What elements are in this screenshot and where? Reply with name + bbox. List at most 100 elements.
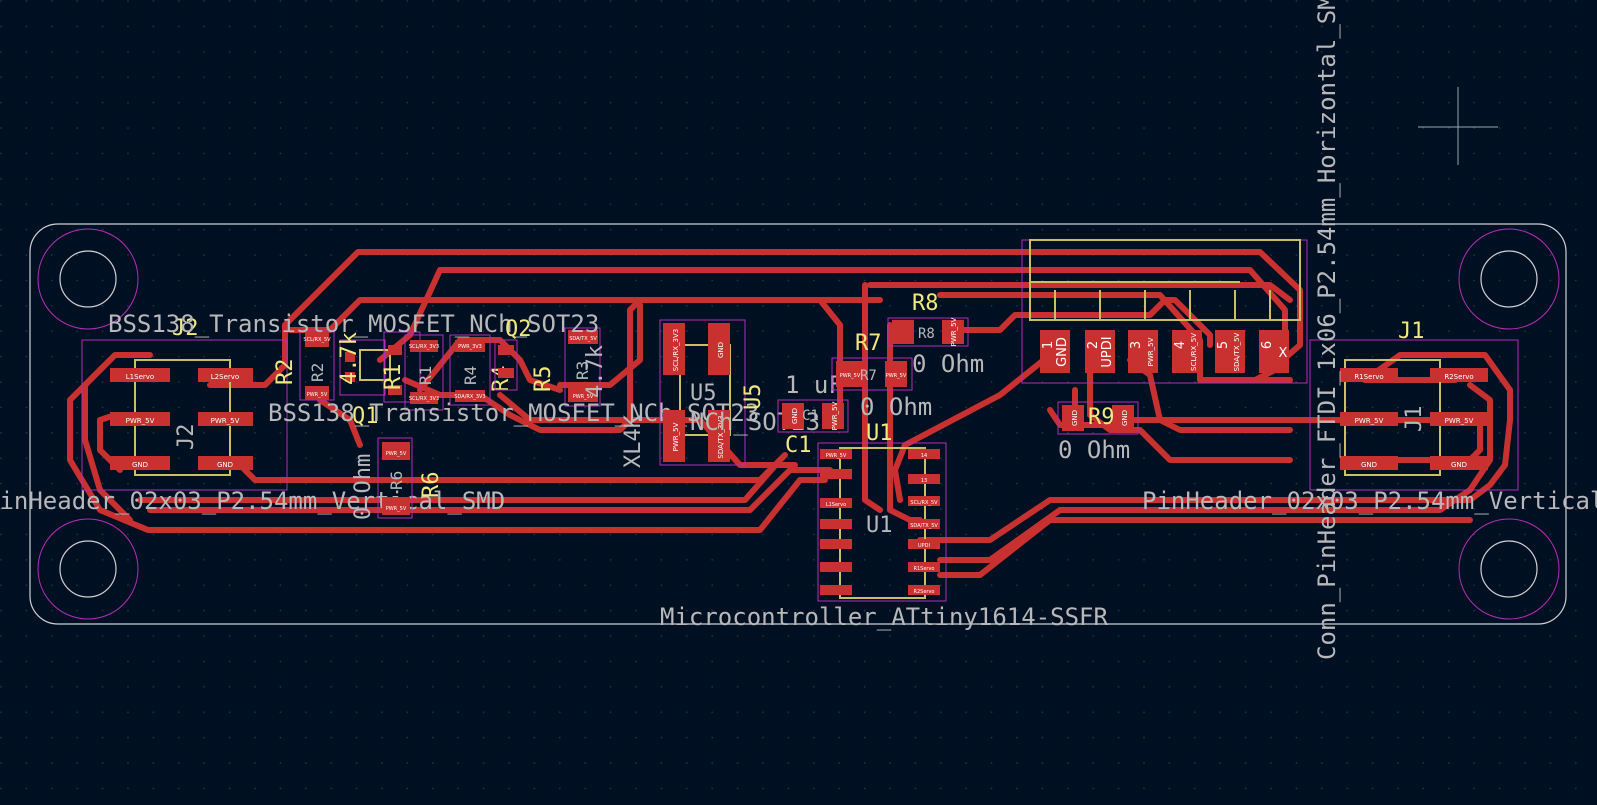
footprint-j2[interactable]: L1Servo L2Servo PWR_5V PWR_5V GND GND J2… bbox=[81, 316, 288, 491]
value-label-r4: 4.7k bbox=[583, 345, 608, 398]
pad-u1-7[interactable] bbox=[820, 585, 852, 595]
pad-j3-6[interactable] bbox=[1259, 330, 1289, 373]
footprint-j3[interactable]: 1 GND 2 UPDI 3 4 5 6 X PWR_5V SCL/RX_5V … bbox=[1021, 239, 1308, 384]
pad-j2-3[interactable] bbox=[110, 412, 170, 426]
pad-u1-5[interactable] bbox=[820, 539, 852, 549]
pad-u5-4[interactable] bbox=[708, 410, 730, 462]
pad-j2-1[interactable] bbox=[110, 368, 170, 382]
pad-j3-3[interactable] bbox=[1128, 330, 1158, 373]
footprint-c1[interactable]: GND PWR_5V C1 1 uF C1 bbox=[777, 371, 849, 458]
pad-label: PWR_5V bbox=[386, 506, 407, 512]
pad-u1-12[interactable] bbox=[908, 496, 940, 506]
pad-u1-9[interactable] bbox=[908, 562, 940, 572]
pad-r6-1[interactable] bbox=[382, 442, 410, 460]
pad-q2-2[interactable] bbox=[498, 368, 514, 378]
pad-number: 4 bbox=[1173, 341, 1188, 349]
pad-r2-2[interactable] bbox=[305, 386, 329, 400]
pad-u5-1[interactable] bbox=[663, 323, 685, 375]
pad-label: GND bbox=[1055, 337, 1070, 367]
pad-j1-1[interactable] bbox=[1340, 368, 1398, 382]
pad-q2-1[interactable] bbox=[498, 345, 514, 355]
pad-j3-2[interactable] bbox=[1085, 330, 1115, 373]
footprint-r9[interactable]: GND GND R9 0 Ohm bbox=[1057, 401, 1139, 464]
pad-u1-14[interactable] bbox=[908, 449, 940, 459]
footprint-r8[interactable]: PWR_5V R8 R8 0 Ohm bbox=[887, 291, 984, 378]
pad-r4-2[interactable] bbox=[455, 390, 485, 402]
ref-designator: R1 bbox=[381, 364, 406, 391]
pad-r3-1[interactable] bbox=[568, 330, 598, 344]
pad-label: SDA/RX_3V3 bbox=[454, 394, 485, 400]
pad-u1-6[interactable] bbox=[820, 562, 852, 572]
pad-j1-6[interactable] bbox=[1430, 456, 1488, 470]
fab-ref: R6 bbox=[387, 471, 406, 490]
pad-label: R1Servo bbox=[914, 566, 935, 572]
ref-designator: J2 bbox=[172, 316, 199, 341]
pad-r1-1[interactable] bbox=[388, 345, 402, 355]
pad-number: 2 bbox=[1086, 341, 1101, 349]
pad-u1-13[interactable] bbox=[908, 474, 940, 484]
pad-j2-4[interactable] bbox=[198, 412, 253, 426]
ref-designator: J1 bbox=[1398, 319, 1425, 344]
pad-r1-a[interactable] bbox=[410, 340, 438, 352]
ref-designator: U5 bbox=[741, 384, 766, 411]
pad-j1-4[interactable] bbox=[1430, 412, 1488, 426]
value-label-r7: 0 Ohm bbox=[860, 393, 932, 421]
pad-u1-1[interactable] bbox=[820, 449, 852, 459]
pad-label: GND bbox=[132, 461, 148, 469]
pad-r3-2[interactable] bbox=[568, 388, 598, 402]
pad-r6-2[interactable] bbox=[382, 497, 410, 515]
pad-label: PWR_5V bbox=[840, 373, 861, 379]
pad-j2-5[interactable] bbox=[110, 456, 170, 470]
pad-r9-1[interactable] bbox=[1062, 405, 1084, 431]
pad-label: PWR_5V bbox=[1445, 417, 1474, 425]
pad-j3-4[interactable] bbox=[1172, 330, 1202, 373]
pad-r8-1[interactable] bbox=[892, 320, 914, 344]
fab-ref: R3 bbox=[573, 361, 592, 380]
pad-j3-1[interactable] bbox=[1040, 330, 1070, 373]
pad-c1-2[interactable] bbox=[822, 403, 844, 429]
pad-u1-2[interactable] bbox=[820, 469, 852, 479]
pad-r4-1[interactable] bbox=[455, 340, 485, 352]
pad-r7-1[interactable] bbox=[836, 361, 864, 387]
pad-j2-6[interactable] bbox=[198, 456, 253, 470]
pad-j1-5[interactable] bbox=[1340, 456, 1398, 470]
pad-j3-5[interactable] bbox=[1215, 330, 1245, 373]
mounting-holes[interactable] bbox=[37, 228, 1560, 620]
pad-j1-2[interactable] bbox=[1430, 368, 1488, 382]
pad-u1-11[interactable] bbox=[908, 519, 940, 529]
footprint-j1[interactable]: R1Servo R2Servo PWR_5V PWR_5V GND GND J1… bbox=[1309, 319, 1519, 491]
pad-label: PWR_5V bbox=[950, 317, 958, 346]
pad-u5-2[interactable] bbox=[708, 323, 730, 375]
pad-j2-2[interactable] bbox=[198, 368, 253, 382]
pad-label: UPDI bbox=[918, 543, 930, 549]
pad-r1-2[interactable] bbox=[388, 385, 402, 395]
pad-label: GND bbox=[1071, 410, 1079, 426]
pad-label: SCL/RX_3V3 bbox=[672, 329, 680, 371]
footprint-q1-q2-cluster[interactable]: SCL/RX_5V PWR_5V R2 R2 4.7k R1 SCL/RX_3V… bbox=[108, 310, 759, 468]
pad-u1-3[interactable] bbox=[820, 498, 852, 508]
pad-u1-4[interactable] bbox=[820, 519, 852, 529]
pad-r2-1[interactable] bbox=[305, 333, 329, 347]
pad-label: UPDI bbox=[1100, 336, 1115, 367]
pad-q1-1[interactable] bbox=[345, 352, 355, 362]
footprint-u1[interactable]: PWR_5V L1Servo 14 13 SCL/RX_5V SDA/TX_5V… bbox=[817, 421, 947, 602]
pad-u5-3[interactable] bbox=[663, 410, 685, 462]
footprint-r6[interactable]: PWR_5V PWR_5V R6 R6 0 Ohm bbox=[351, 437, 444, 520]
pad-r1-b[interactable] bbox=[410, 392, 438, 404]
pad-q1-2[interactable] bbox=[345, 372, 355, 382]
pad-u1-10[interactable] bbox=[908, 539, 940, 549]
fab-ref: R2 bbox=[308, 363, 327, 382]
pad-r9-2[interactable] bbox=[1112, 405, 1134, 431]
pad-number: 6 bbox=[1260, 341, 1275, 349]
pad-u1-8[interactable] bbox=[908, 585, 940, 595]
pad-label: SCL/RX_3V3 bbox=[409, 344, 439, 350]
pad-number: 5 bbox=[1216, 341, 1231, 349]
footprint-r7[interactable]: PWR_5V PWR_5V R7 R7 0 Ohm bbox=[831, 331, 932, 421]
pad-r7-2[interactable] bbox=[885, 361, 907, 387]
pad-r8-2[interactable] bbox=[942, 320, 964, 344]
pad-j1-3[interactable] bbox=[1340, 412, 1398, 426]
pad-c1-1[interactable] bbox=[782, 403, 804, 429]
value-label-r5: 4.7k bbox=[337, 332, 362, 385]
